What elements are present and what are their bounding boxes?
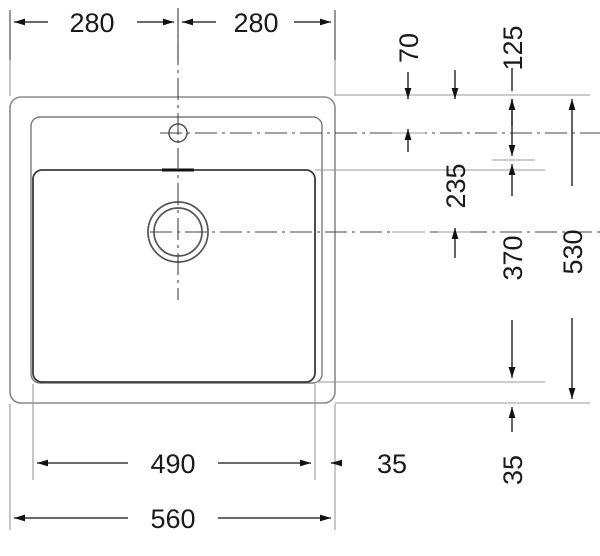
bottom-dim-560-group: 560 [14,504,331,534]
bottom-dim-label-490: 490 [150,449,195,479]
right-dim-530-group: 530 [558,99,588,399]
right-dim-label-530: 530 [558,229,588,274]
sink-body [9,96,336,404]
right-dim-label-125: 125 [498,25,528,70]
sink-outer-frame [9,96,336,404]
top-dim-label-280-right: 280 [233,8,278,38]
sink-rim-rect [30,116,323,384]
top-dimension-group: 280 280 [9,8,336,60]
bottom-dim-label-560: 560 [150,504,195,534]
right-dim-label-370: 370 [498,235,528,280]
right-dim-label-35: 35 [498,455,528,485]
right-dim-370-group: 370 [498,164,528,378]
right-dim-35-group: 35 [498,407,528,485]
right-dim-235-group: 235 [441,70,471,258]
right-dim-125-group: 125 [498,25,528,156]
right-dim-70-group: 70 [394,33,424,152]
centre-lines [150,8,600,300]
right-dim-label-70: 70 [394,33,424,63]
bottom-dim-label-35: 35 [377,449,407,479]
right-dim-label-235: 235 [441,163,471,208]
extension-lines [9,14,590,530]
bottom-dim-35-group: 35 [331,449,407,479]
bottom-dim-490-group: 490 [37,449,311,479]
top-dim-label-280-left: 280 [69,8,114,38]
